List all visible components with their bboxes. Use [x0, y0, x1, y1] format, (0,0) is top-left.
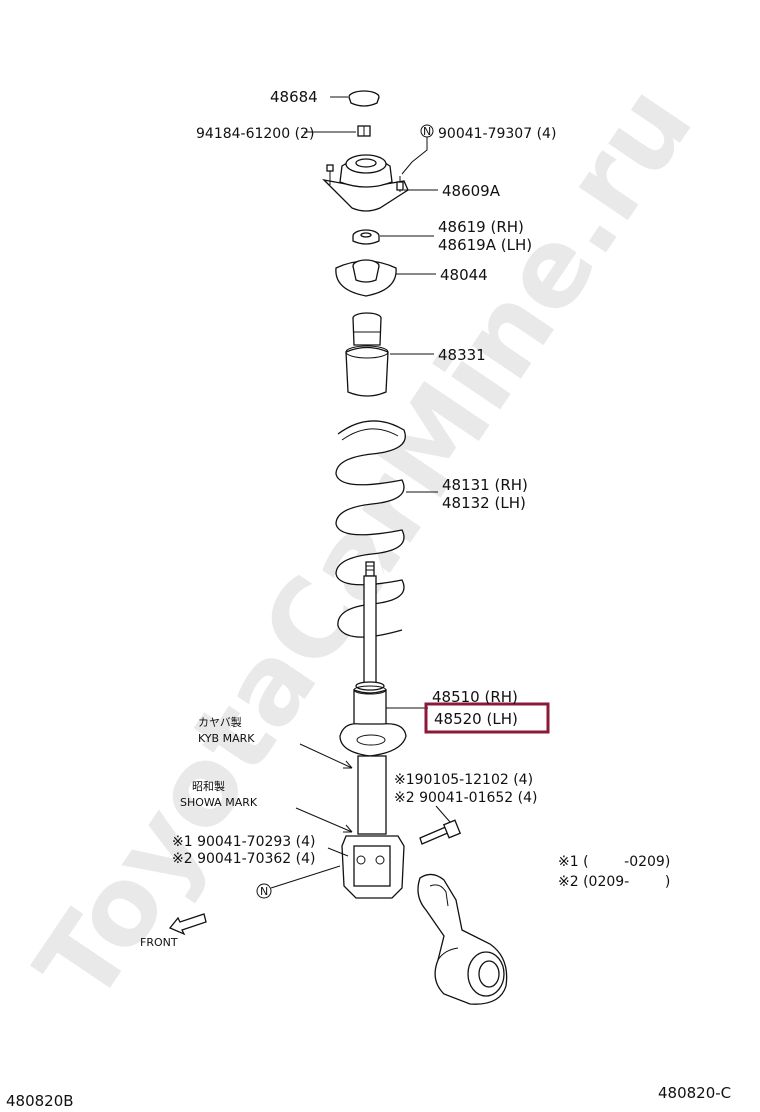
cap-48684[interactable] [348, 90, 380, 107]
svg-text:N: N [260, 885, 268, 898]
footnote-1: ※1 ( -0209) [558, 854, 670, 870]
label-48331: 48331 [438, 346, 486, 364]
bearing-48619[interactable] [352, 229, 380, 245]
footnote-2: ※2 (0209- ) [558, 874, 670, 890]
nut-94184-61200[interactable] [357, 125, 371, 137]
front-arrow-icon [168, 913, 207, 936]
label-48510: 48510 (RH) [432, 688, 518, 706]
showa-mark-en: SHOWA MARK [180, 796, 258, 809]
label-48520[interactable]: 48520 (LH) [434, 710, 518, 728]
svg-text:N: N [423, 125, 431, 138]
label-48044: 48044 [440, 266, 488, 284]
kyb-mark-en: KYB MARK [198, 732, 255, 745]
diagram-id-right: 480820-C [658, 1084, 731, 1102]
diagram-id-left: 480820B [6, 1092, 74, 1110]
spring-seat-48044[interactable] [335, 259, 397, 297]
front-label: FRONT [140, 936, 178, 949]
support-48609A[interactable] [322, 154, 409, 212]
label-48131: 48131 (RH) [442, 476, 528, 494]
label-48619: 48619 (RH) [438, 218, 524, 236]
label-190105-12102: ※190105-12102 (4) [394, 772, 533, 788]
label-48132: 48132 (LH) [442, 494, 526, 512]
label-90041-79307: 90041-79307 (4) [438, 126, 556, 142]
showa-mark-jp: 昭和製 [192, 779, 225, 793]
kyb-mark-jp: カヤバ製 [198, 715, 242, 729]
label-290041-70362: ※2 90041-70362 (4) [172, 851, 316, 867]
label-190041-70293: ※1 90041-70293 (4) [172, 834, 316, 850]
n-symbol-top: N [420, 124, 434, 138]
steering-knuckle [417, 873, 508, 1005]
label-94184-61200: 94184-61200 (2) [196, 126, 314, 142]
label-290041-01652: ※2 90041-01652 (4) [394, 790, 538, 806]
label-48684: 48684 [270, 88, 318, 106]
bumper-48331[interactable] [345, 312, 389, 397]
bolt-90041-01652[interactable] [419, 819, 462, 845]
highlight-box [424, 702, 550, 734]
shock-absorber-48520[interactable] [339, 561, 407, 899]
label-48609A: 48609A [442, 182, 501, 200]
n-symbol-bottom: N [256, 883, 272, 899]
label-48619A: 48619A (LH) [438, 236, 532, 254]
